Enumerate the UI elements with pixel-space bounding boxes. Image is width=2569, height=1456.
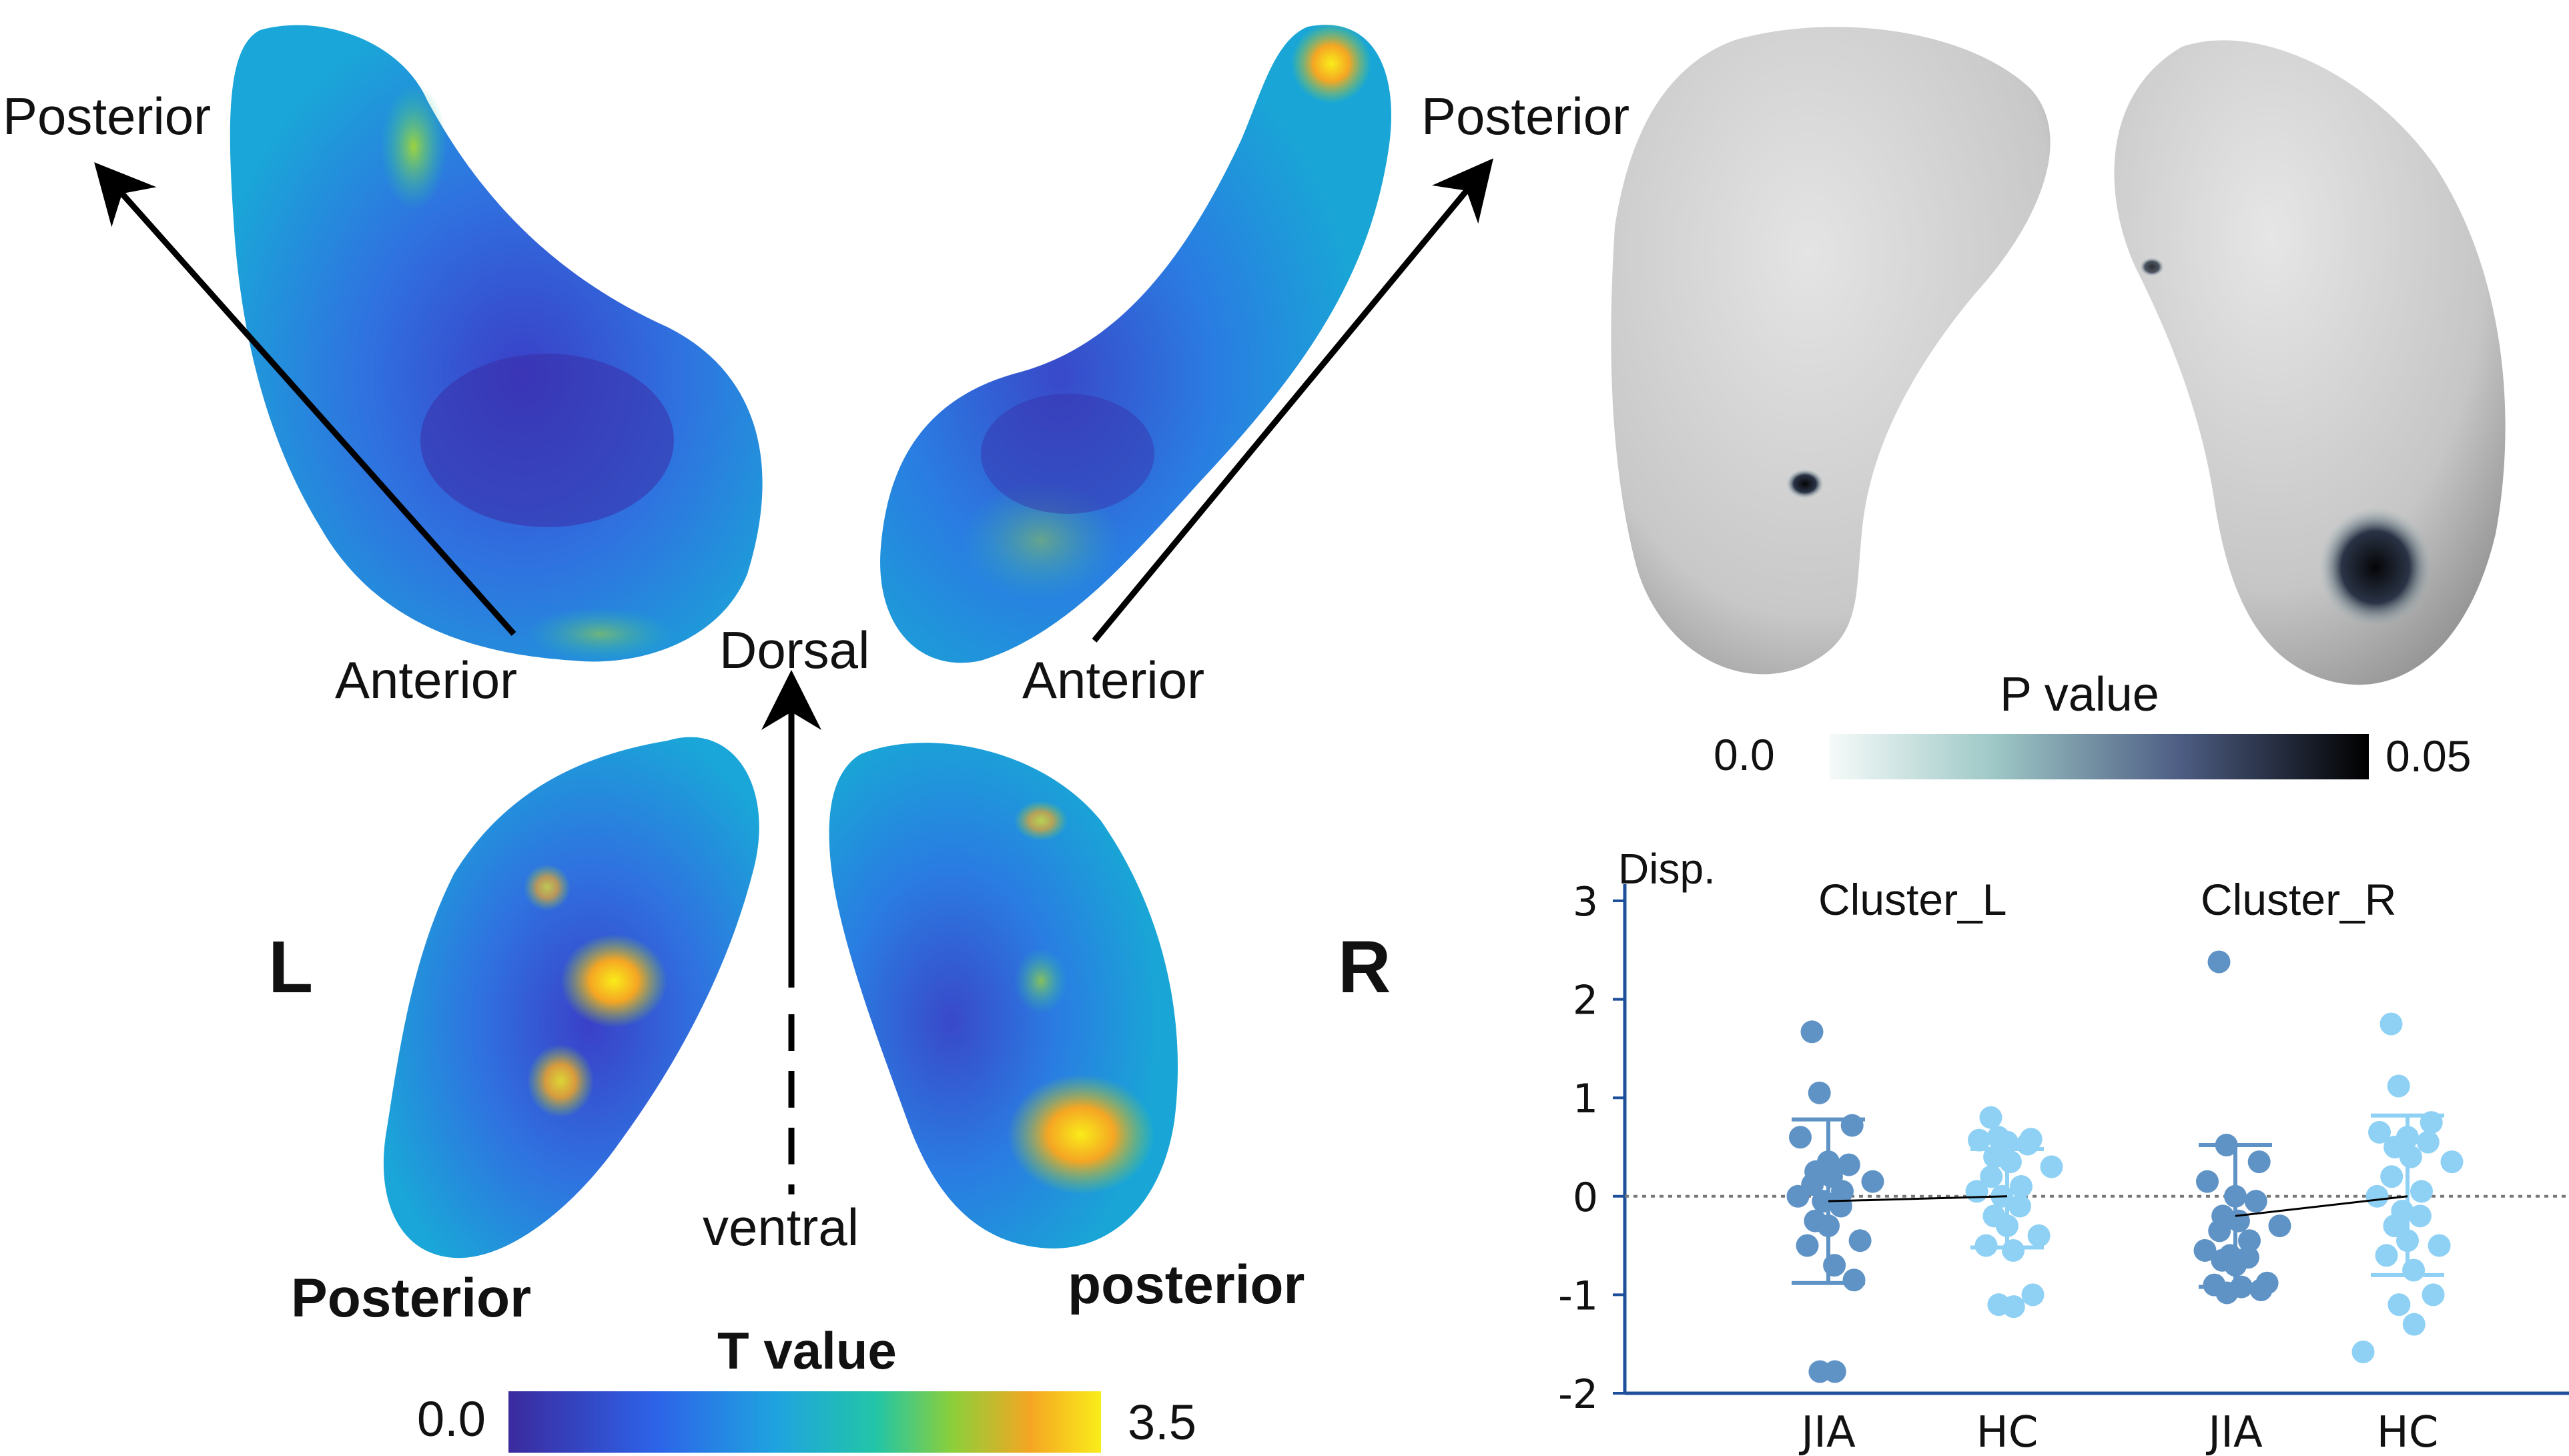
t-value-title: T value xyxy=(717,1321,897,1380)
data-point-cluster_l-hc xyxy=(2040,1155,2063,1178)
data-point-cluster_l-jia xyxy=(1800,1020,1824,1044)
y-tick-label: 2 xyxy=(1573,978,1598,1024)
cluster-title-left: Cluster_L xyxy=(1818,875,2007,924)
data-point-cluster_l-hc xyxy=(2008,1194,2031,1218)
data-point-cluster_l-jia xyxy=(1829,1194,1852,1218)
x-category-label: JIA xyxy=(1798,1408,1856,1456)
data-point-cluster_l-hc xyxy=(1998,1150,2022,1174)
data-point-cluster_r-hc xyxy=(2416,1130,2440,1154)
label-side-r: R xyxy=(1338,926,1391,1008)
data-point-cluster_l-hc xyxy=(2010,1175,2033,1198)
data-point-cluster_r-jia xyxy=(2249,1279,2273,1302)
p-value-min-label: 0.0 xyxy=(1714,730,1775,779)
data-point-cluster_r-jia xyxy=(2193,1238,2217,1262)
label-side-l: L xyxy=(268,926,314,1008)
x-category-label: JIA xyxy=(2205,1408,2263,1456)
data-point-cluster_r-hc xyxy=(2422,1283,2445,1307)
shape-top-left xyxy=(230,25,763,662)
shape-p-left xyxy=(1611,27,2051,675)
data-point-cluster_l-hc xyxy=(2002,1295,2025,1319)
data-point-cluster_l-hc xyxy=(1980,1165,2003,1188)
shape-bottom-left xyxy=(383,737,759,1258)
data-point-cluster_r-hc xyxy=(2375,1244,2398,1267)
x-category-label: HC xyxy=(1976,1408,2039,1456)
y-axis-title: Disp. xyxy=(1618,845,1716,893)
data-point-cluster_r-hc xyxy=(2399,1145,2422,1168)
label-ventral: ventral xyxy=(703,1198,859,1256)
t-value-colorbar xyxy=(508,1391,1101,1453)
mean-line-cluster-l xyxy=(1828,1195,2008,1202)
y-tick-label: 3 xyxy=(1573,879,1598,926)
arrow-posterior-left xyxy=(94,162,516,636)
x-category-label: HC xyxy=(2377,1408,2439,1456)
data-point-cluster_l-jia xyxy=(1840,1114,1864,1137)
data-point-cluster_r-jia xyxy=(2208,1219,2231,1242)
data-point-cluster_r-hc xyxy=(2379,1012,2403,1036)
y-tick-label: -2 xyxy=(1558,1371,1598,1418)
label-posterior-bottom-right: posterior xyxy=(1068,1254,1305,1315)
data-point-cluster_r-jia xyxy=(2268,1214,2291,1238)
data-point-cluster_r-jia xyxy=(2247,1150,2271,1174)
y-tick-label: -1 xyxy=(1558,1272,1598,1319)
data-point-cluster_l-jia xyxy=(1861,1170,1884,1193)
data-point-cluster_r-jia xyxy=(2196,1170,2219,1193)
data-point-cluster_l-hc xyxy=(1979,1106,2002,1129)
label-dorsal: Dorsal xyxy=(719,621,870,679)
p-value-colorbar xyxy=(1830,734,2369,779)
label-anterior-right: Anterior xyxy=(1022,651,1205,709)
label-posterior-bottom-left: Posterior xyxy=(291,1268,531,1329)
arrow-posterior-right xyxy=(1092,158,1493,643)
label-posterior-top-right: Posterior xyxy=(1421,87,1630,145)
data-point-cluster_l-hc xyxy=(2027,1224,2051,1247)
t-value-max-label: 3.5 xyxy=(1128,1395,1196,1450)
data-point-cluster_l-jia xyxy=(1837,1153,1860,1176)
mean-line-cluster-r xyxy=(2235,1195,2408,1217)
data-point-cluster_r-jia xyxy=(2227,1209,2250,1232)
data-point-cluster_l-hc xyxy=(2021,1283,2045,1307)
shape-p-right xyxy=(2114,40,2506,685)
data-point-cluster_l-hc xyxy=(1965,1180,1988,1203)
data-point-cluster_l-hc xyxy=(2016,1132,2039,1156)
data-point-cluster_l-jia xyxy=(1848,1229,1872,1252)
shape-top-right xyxy=(880,23,1391,663)
p-value-title: P value xyxy=(2000,668,2159,721)
label-anterior-left: Anterior xyxy=(335,651,518,709)
data-point-cluster_l-jia xyxy=(1808,1081,1831,1104)
data-point-cluster_r-hc xyxy=(2402,1313,2426,1336)
data-point-cluster_r-hc xyxy=(2410,1180,2433,1203)
data-point-cluster_r-jia xyxy=(2207,950,2231,974)
data-point-cluster_r-hc xyxy=(2365,1184,2389,1208)
p-value-max-label: 0.05 xyxy=(2386,731,2472,781)
data-point-cluster_l-hc xyxy=(1968,1128,1990,1152)
data-point-cluster_r-hc xyxy=(2351,1341,2375,1364)
data-point-cluster_r-hc xyxy=(2440,1150,2464,1174)
t-value-min-label: 0.0 xyxy=(417,1391,486,1447)
y-tick-label: 1 xyxy=(1573,1076,1598,1122)
data-point-cluster_r-hc xyxy=(2383,1214,2406,1238)
data-point-cluster_l-jia xyxy=(1823,1360,1846,1383)
y-tick-label: 0 xyxy=(1573,1174,1598,1221)
data-point-cluster_r-hc xyxy=(2408,1204,2432,1228)
data-point-cluster_l-jia xyxy=(1789,1126,1812,1149)
data-point-cluster_l-jia xyxy=(1796,1234,1819,1257)
shape-bottom-right xyxy=(829,743,1178,1248)
data-point-cluster_r-hc xyxy=(2428,1234,2451,1257)
data-point-cluster_r-hc xyxy=(2388,1293,2411,1317)
data-point-cluster_r-hc xyxy=(2380,1165,2404,1188)
data-point-cluster_r-jia xyxy=(2244,1190,2267,1213)
data-point-cluster_r-hc xyxy=(2368,1120,2391,1144)
data-point-cluster_r-hc xyxy=(2387,1074,2410,1098)
data-point-cluster_r-jia xyxy=(2238,1229,2261,1252)
data-point-cluster_l-jia xyxy=(1842,1268,1866,1292)
cluster-title-right: Cluster_R xyxy=(2201,875,2397,924)
label-posterior-top-left: Posterior xyxy=(3,87,212,145)
data-point-cluster_l-jia xyxy=(1786,1184,1810,1208)
